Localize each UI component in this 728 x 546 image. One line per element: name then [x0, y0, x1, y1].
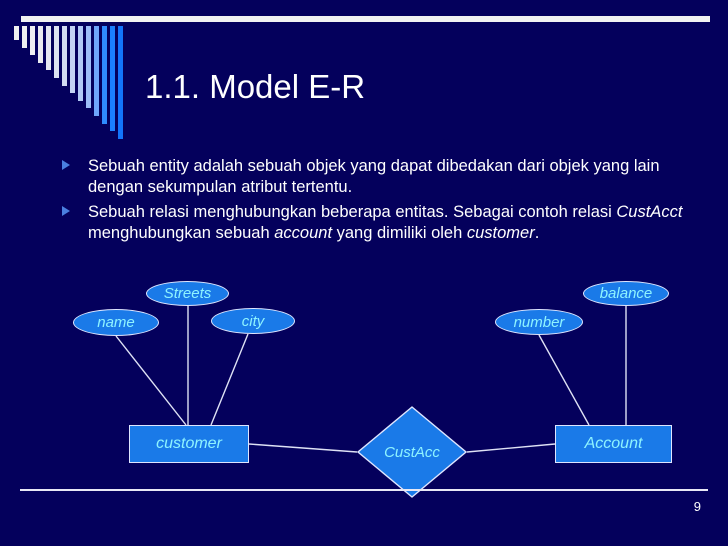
node-label: city: [241, 312, 265, 330]
bullet-text-0: Sebuah entity adalah sebuah objek yang d…: [88, 157, 660, 196]
bullet-run: customer: [466, 224, 535, 242]
decorative-bars: [14, 26, 130, 144]
bullet-list: Sebuah entity adalah sebuah objek yang d…: [58, 156, 688, 248]
list-item: Sebuah entity adalah sebuah objek yang d…: [58, 156, 688, 198]
decorative-bar: [46, 26, 51, 71]
node-label: balance: [599, 285, 653, 302]
page-title: 1.1. Model E-R: [145, 68, 366, 105]
bullet-run: yang dimiliki oleh: [332, 224, 467, 242]
decorative-bar: [102, 26, 107, 124]
node-label: CustAcc: [384, 443, 440, 461]
decorative-bar: [86, 26, 91, 109]
node-label: Streets: [163, 285, 212, 302]
er-connector: [115, 335, 187, 426]
er-attribute-number[interactable]: number: [495, 309, 583, 335]
bullet-run: Sebuah relasi menghubungkan beberapa ent…: [88, 203, 617, 221]
bullet-run: Sebuah entity adalah sebuah objek yang d…: [88, 157, 660, 196]
bullet-run: .: [534, 224, 540, 242]
decorative-bar: [110, 26, 115, 132]
bullet-run: CustAcct: [616, 203, 683, 221]
bullet-run: account: [274, 224, 333, 242]
er-entity-account[interactable]: Account: [555, 425, 672, 463]
node-label: name: [97, 314, 135, 331]
decorative-bar: [62, 26, 67, 86]
er-entity-customer[interactable]: customer: [129, 425, 249, 463]
bullet-run: menghubungkan sebuah: [88, 224, 275, 242]
top-divider-rule: [21, 16, 710, 22]
page-number: 9: [693, 499, 701, 514]
decorative-bar: [30, 26, 35, 56]
decorative-bar: [118, 26, 123, 139]
decorative-bar: [70, 26, 75, 94]
er-connector: [210, 333, 249, 426]
er-connector: [538, 334, 590, 426]
er-relationship-custacc[interactable]: CustAcc: [357, 406, 467, 498]
decorative-bar: [22, 26, 27, 48]
list-item: Sebuah relasi menghubungkan beberapa ent…: [58, 202, 688, 244]
er-attribute-city[interactable]: city: [211, 308, 295, 334]
decorative-bar: [14, 26, 19, 40]
decorative-bar: [38, 26, 43, 63]
decorative-bar: [78, 26, 83, 101]
triangle-bullet-icon: [62, 206, 70, 216]
er-attribute-name[interactable]: name: [73, 309, 159, 336]
er-attribute-streets[interactable]: Streets: [146, 281, 229, 306]
er-connector: [248, 443, 358, 453]
er-connector: [466, 443, 556, 453]
node-label: Account: [584, 435, 643, 452]
decorative-bar: [94, 26, 99, 116]
node-label: customer: [156, 435, 222, 452]
footer-divider-rule: [20, 489, 708, 491]
triangle-bullet-icon: [62, 160, 70, 170]
decorative-bar: [54, 26, 59, 78]
bullet-text-1: Sebuah relasi menghubungkan beberapa ent…: [88, 203, 682, 242]
node-label: number: [513, 313, 565, 331]
diamond-icon: [357, 406, 467, 498]
er-attribute-balance[interactable]: balance: [583, 281, 669, 306]
